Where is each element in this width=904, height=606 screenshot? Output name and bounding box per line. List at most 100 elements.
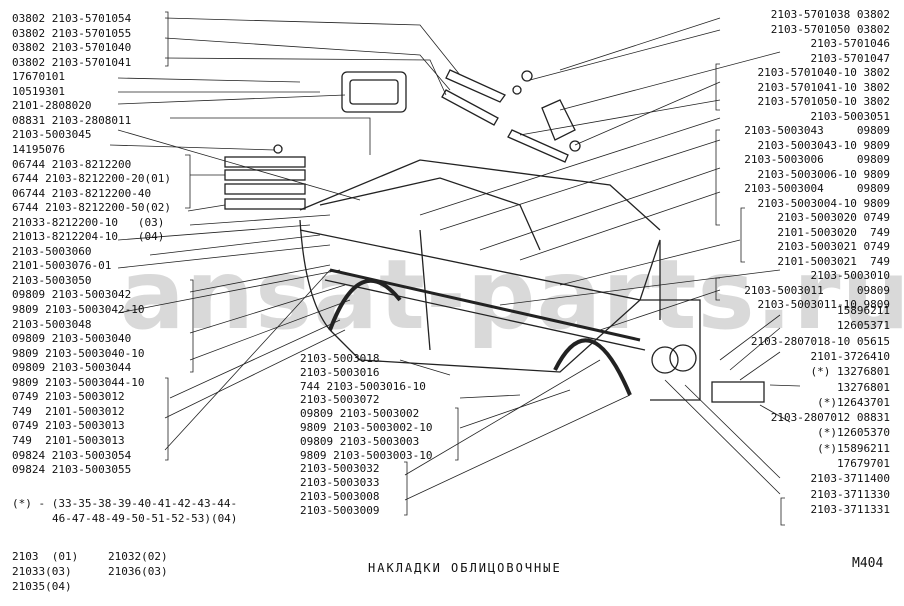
right_labels-label: 2103-5003043 09809	[744, 124, 890, 137]
right_labels-label: 2103-5003006-10 9809	[757, 167, 890, 181]
center_labels-label: 744 2103-5003016-10	[300, 379, 426, 393]
leader	[404, 394, 631, 501]
left_labels-label: 2101-2808020	[12, 99, 92, 113]
lower_right_labels-label: (*)12605370	[817, 426, 890, 440]
center_labels-label: 2103-5003032	[300, 462, 380, 476]
note-line-1: (*) - (33-35-38-39-40-41-42-43-44-	[12, 497, 238, 510]
lower_right_labels-label: 13276801	[837, 380, 890, 394]
lower_right_labels-label: 15896211	[837, 304, 890, 317]
car-rear-window	[319, 177, 541, 251]
lower_right_labels-label: 17679701	[837, 457, 890, 470]
bracket	[404, 461, 408, 516]
left_labels-label: 06744 2103-8212200	[12, 157, 132, 171]
clip-1	[521, 70, 533, 82]
left_labels-label: 0749 2103-5003013	[12, 419, 125, 433]
window-frame-inner	[349, 79, 399, 105]
bracket	[780, 497, 785, 526]
leader	[559, 17, 721, 71]
lower_right_labels-label: 2103-3711330	[810, 487, 890, 501]
right_labels-label: 2103-5701041-10 3802	[757, 80, 890, 94]
right_labels-label: 2103-5003021 0749	[777, 240, 890, 253]
badge-4	[224, 198, 306, 210]
lower_right_labels-label: 2103-2807012 08831	[770, 411, 890, 425]
leader	[479, 167, 721, 251]
leader	[189, 299, 351, 361]
leader	[117, 269, 341, 314]
leader	[164, 37, 451, 91]
rear-light-left	[651, 346, 679, 374]
front-wheel-arch	[553, 338, 632, 396]
bracket	[740, 207, 745, 263]
leader	[459, 389, 571, 429]
center_labels-label: 2103-5003018	[300, 352, 380, 365]
leader	[759, 404, 791, 423]
right_labels-label: 2103-5003004-10 9809	[757, 196, 890, 210]
molding-strip-3	[507, 129, 569, 163]
center_labels-label: 2103-5003033	[300, 476, 380, 490]
leader	[439, 139, 721, 231]
left_labels-label: 2103-5003060	[12, 244, 92, 258]
leader	[169, 319, 341, 399]
model-2a: 21033(03)	[12, 565, 72, 578]
lower_right_labels-label: 2103-3711331	[810, 502, 890, 516]
left_labels-label: 03802 2103-5701041	[12, 55, 132, 69]
molding-strip-1	[445, 69, 506, 103]
badge-1	[224, 156, 306, 168]
badge-3	[224, 183, 306, 195]
left_labels-label: 9809 2103-5003042-10	[12, 303, 145, 316]
leader	[574, 81, 721, 146]
bracket	[715, 277, 720, 301]
right_labels-label: 2103-5701046	[810, 37, 890, 50]
molding-strip-2	[441, 89, 499, 126]
right_labels-label: 2103-5003004 09809	[744, 182, 890, 195]
leader	[189, 284, 346, 334]
right_labels-label: 2103-5701050 03802	[770, 22, 890, 36]
center_labels-label: 2103-5003009	[300, 503, 380, 517]
diagram-title: НАКЛАДКИ ОБЛИЦОВОЧНЫЕ	[368, 561, 562, 575]
leader	[499, 269, 781, 306]
leader	[559, 51, 781, 111]
left_labels-label: 2101-5003076-01	[12, 259, 112, 273]
leader	[117, 94, 346, 105]
center_labels-label: 09809 2103-5003003	[300, 434, 420, 448]
right_labels-label: 2103-5003051	[810, 109, 890, 123]
model-3a: 21035(04)	[12, 580, 72, 593]
leader	[164, 329, 346, 419]
leader	[684, 384, 781, 479]
right_labels-label: 2103-5701040-10 3802	[757, 66, 890, 79]
lower_right_labels-label: 12605371	[837, 319, 890, 333]
center_labels-label: 2103-5003016	[300, 365, 380, 379]
left_labels-label: 03802 2103-5701040	[12, 41, 132, 55]
leader	[117, 129, 361, 201]
lower_right_labels-label: (*) 13276801	[810, 365, 890, 379]
left_labels-label: 03802 2103-5701055	[12, 26, 132, 40]
bracket	[715, 129, 720, 226]
left_labels-label: 09824 2103-5003054	[12, 448, 132, 462]
rear-light-right	[669, 344, 697, 372]
leader	[519, 191, 721, 261]
left_labels-label: 749 2101-5003012	[12, 404, 125, 418]
leader	[719, 314, 781, 361]
leader	[164, 17, 461, 76]
left_labels-label: 14195076	[12, 142, 65, 156]
right_labels-label: 2103-5701047	[810, 51, 890, 65]
right_labels-label: 2103-5003006 09809	[744, 153, 890, 166]
left_labels-label: 09809 2103-5003042	[12, 288, 132, 302]
bracket	[190, 279, 194, 373]
leader	[559, 239, 741, 286]
left_labels-label: 06744 2103-8212200-40	[12, 186, 152, 200]
leader	[404, 359, 601, 476]
leader	[769, 384, 801, 387]
center_labels-label: 09809 2103-5003002	[300, 407, 420, 421]
left_labels-label: 6744 2103-8212200-20(01)	[12, 172, 171, 186]
leader	[599, 289, 721, 331]
model-1a: 2103 (01)	[12, 550, 79, 563]
bracket	[455, 407, 459, 461]
molding-plate	[541, 99, 576, 141]
lower_right_labels-label: 2103-3711400	[810, 472, 890, 486]
left_labels-label: 749 2101-5003013	[12, 433, 125, 447]
left_labels-label: 17670101	[12, 70, 65, 84]
right_labels-label: 2101-5003021 749	[777, 254, 890, 268]
